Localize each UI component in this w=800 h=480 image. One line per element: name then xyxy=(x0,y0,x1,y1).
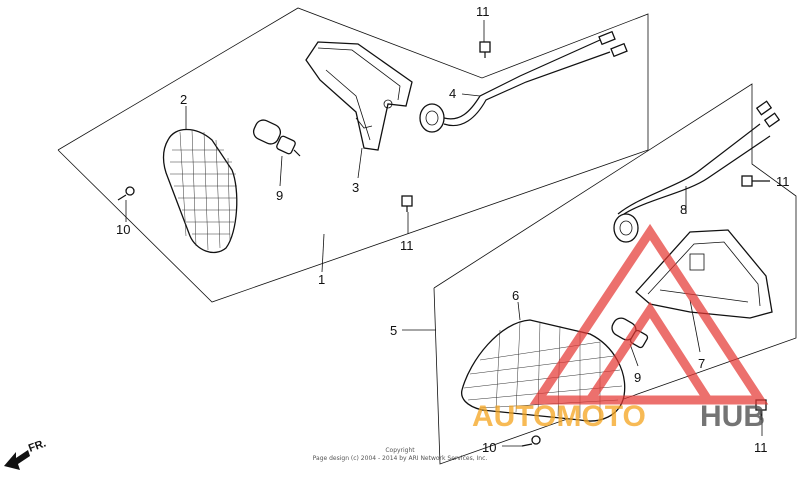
callout-1: 1 xyxy=(318,272,325,287)
callout-8: 8 xyxy=(680,202,687,217)
housing-lower xyxy=(635,229,773,319)
callout-10b: 10 xyxy=(482,440,496,455)
callout-11d: 11 xyxy=(754,440,768,455)
lower-assembly-frame xyxy=(433,83,797,465)
socket-harness-lower xyxy=(613,100,781,243)
callout-9b: 9 xyxy=(634,370,641,385)
clip-11-upper-top xyxy=(479,41,491,58)
direction-label: FR. xyxy=(27,437,48,454)
callout-11c: 11 xyxy=(776,174,790,189)
screw-10-lower xyxy=(521,435,541,447)
callout-11b: 11 xyxy=(400,238,414,253)
clip-11-upper-mid xyxy=(401,195,413,212)
watermark-text-orange: AUTOMOTO xyxy=(472,400,646,433)
clip-11-lower-right xyxy=(741,175,770,187)
watermark-text-dark: HUB xyxy=(700,400,765,433)
callout-4: 4 xyxy=(449,86,456,101)
callout-5: 5 xyxy=(390,323,397,338)
callout-11a: 11 xyxy=(476,4,490,19)
callout-10a: 10 xyxy=(116,222,130,237)
socket-harness-upper xyxy=(419,30,628,133)
callout-6: 6 xyxy=(512,288,519,303)
watermark-logo: AUTOMOTO HUB xyxy=(472,223,769,433)
bulb-upper xyxy=(252,119,301,157)
copyright-line2: Page design (c) 2004 - 2014 by ARI Netwo… xyxy=(313,455,488,462)
screw-10-upper xyxy=(117,186,135,201)
lens-upper xyxy=(162,128,238,253)
copyright-line1: Copyright xyxy=(385,447,415,454)
front-direction-arrow: FR. xyxy=(4,437,48,470)
leaders-upper xyxy=(125,20,485,273)
callout-7: 7 xyxy=(698,356,705,371)
callout-2: 2 xyxy=(180,92,187,107)
callout-3: 3 xyxy=(352,180,359,195)
callout-9a: 9 xyxy=(276,188,283,203)
housing-upper xyxy=(305,41,413,151)
upper-assembly-frame xyxy=(57,7,649,303)
leaders-lower xyxy=(402,186,763,447)
